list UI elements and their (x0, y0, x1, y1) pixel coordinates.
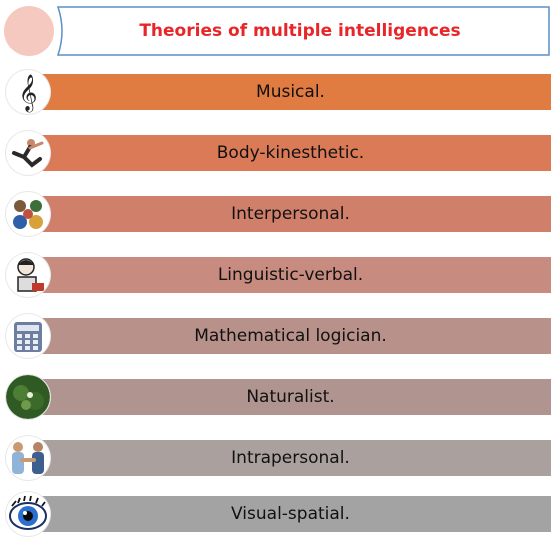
item-bar: Naturalist. (30, 379, 551, 415)
list-item-linguistic-verbal: Linguistic-verbal. (0, 251, 553, 297)
dancer-icon (6, 131, 50, 175)
header-frame (40, 6, 550, 56)
people-group-icon (6, 192, 50, 236)
calculator-icon (6, 314, 50, 358)
item-label: Visual-spatial. (231, 504, 350, 524)
item-bar: Intrapersonal. (30, 440, 551, 476)
page-title: Theories of multiple intelligences (139, 21, 461, 41)
reader-icon (6, 253, 50, 297)
list-item-body-kinesthetic: Body-kinesthetic. (0, 129, 553, 175)
handshake-icon (6, 436, 50, 480)
item-bar: Visual-spatial. (30, 496, 551, 532)
item-label: Body-kinesthetic. (216, 143, 365, 163)
item-bar: Mathematical logician. (30, 318, 551, 354)
list-item-visual-spatial: Visual-spatial. (0, 490, 553, 536)
list-item-naturalist: Naturalist. (0, 373, 553, 419)
item-label: Musical. (256, 82, 325, 102)
header-circle (4, 6, 54, 56)
list-item-interpersonal: Interpersonal. (0, 190, 553, 236)
list-item-intrapersonal: Intrapersonal. (0, 434, 553, 480)
eye-icon (6, 492, 50, 536)
list-item-musical: Musical. 𝄞 (0, 68, 553, 114)
item-label: Interpersonal. (231, 204, 350, 224)
item-bar: Linguistic-verbal. (30, 257, 551, 293)
nature-icon (6, 375, 50, 419)
item-label: Naturalist. (246, 387, 335, 407)
list-item-mathematical-logician: Mathematical logician. (0, 312, 553, 358)
item-label: Mathematical logician. (194, 326, 387, 346)
item-label: Intrapersonal. (231, 448, 350, 468)
treble-clef-icon: 𝄞 (6, 70, 50, 114)
item-label: Linguistic-verbal. (217, 265, 364, 285)
item-bar: Body-kinesthetic. (30, 135, 551, 171)
item-bar: Musical. (30, 74, 551, 110)
item-bar: Interpersonal. (30, 196, 551, 232)
